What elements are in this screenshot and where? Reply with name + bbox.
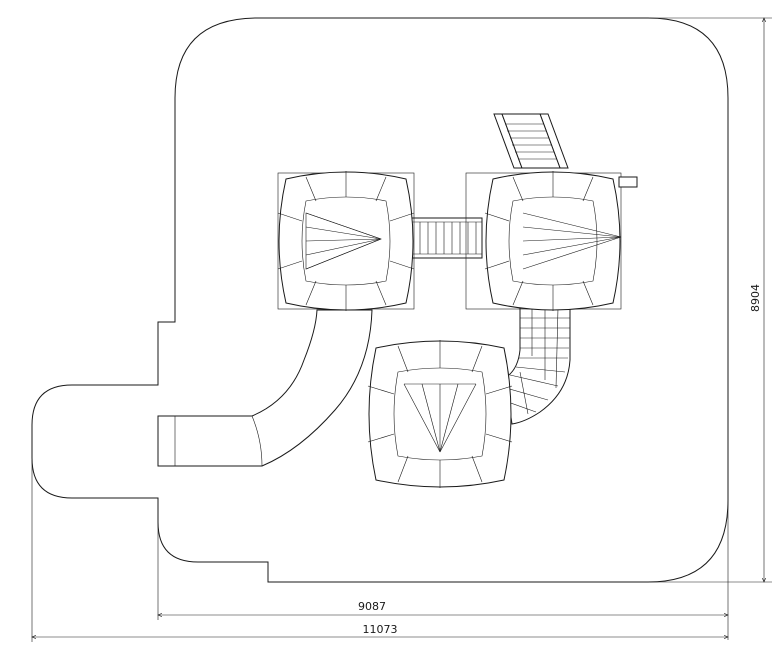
dimension-label-width-total: 11073 — [363, 623, 398, 636]
dimension-height — [650, 18, 772, 582]
rope-bridge — [411, 217, 483, 259]
tower-bottom — [367, 340, 513, 488]
net-tunnel — [504, 307, 571, 425]
dimension-width-total — [32, 460, 728, 642]
dimension-width-inner — [158, 500, 728, 640]
dimension-label-height: 8904 — [749, 284, 762, 312]
dimension-label-width-inner: 9087 — [358, 600, 386, 613]
tube-slide — [157, 309, 373, 467]
access-ladder — [493, 113, 569, 169]
tower-right — [465, 171, 638, 311]
tower-left — [277, 171, 415, 311]
